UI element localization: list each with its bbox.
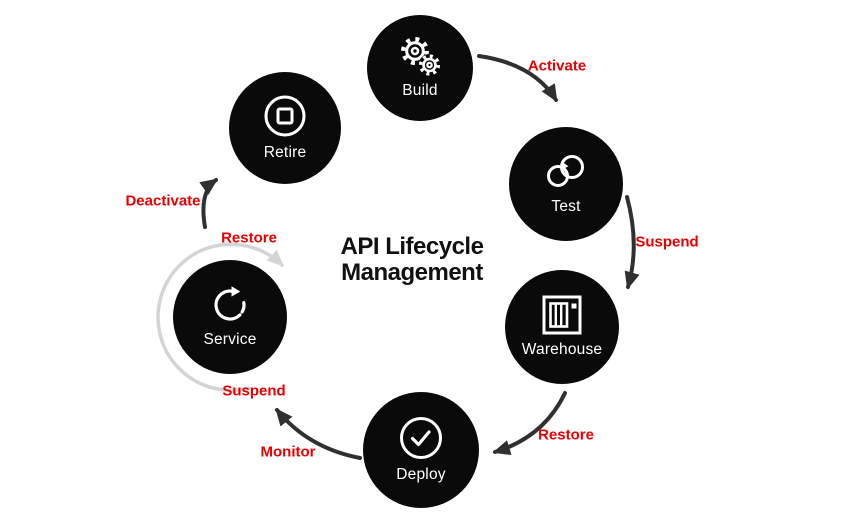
node-label-warehouse: Warehouse [521, 340, 603, 358]
node-label-service: Service [203, 330, 257, 348]
node-label-retire: Retire [263, 143, 307, 161]
barcode-box-icon [542, 295, 582, 334]
transition-label-deactivate: Deactivate [125, 192, 201, 210]
node-label-test: Test [551, 197, 581, 215]
arrow-service-to-retire [199, 178, 219, 229]
node-build: Build [367, 15, 473, 121]
arrow-deploy-to-service [275, 407, 362, 460]
node-test: Test [509, 127, 623, 241]
refresh-icon [214, 285, 246, 321]
transition-label-suspend-loop: Suspend [222, 382, 286, 400]
diagram-title-line1: API Lifecycle [340, 233, 484, 260]
transition-label-activate: Activate [527, 57, 587, 75]
check-circle-icon [400, 416, 442, 459]
node-label-build: Build [402, 81, 438, 99]
arrow-test-to-warehouse [624, 195, 640, 290]
arrow-warehouse-to-deploy [492, 391, 567, 456]
arrow-service-self-loop [156, 242, 284, 392]
node-warehouse: Warehouse [505, 270, 619, 384]
arrow-build-to-test [477, 54, 558, 103]
node-deploy: Deploy [363, 392, 479, 508]
gears-icon [401, 36, 441, 76]
node-label-deploy: Deploy [396, 465, 446, 483]
diagram-title-line2: Management [341, 259, 483, 286]
infinity-loop-icon [547, 154, 584, 187]
node-retire: Retire [229, 72, 341, 184]
stop-square-icon [264, 95, 306, 136]
transition-label-restore-bottom: Restore [538, 426, 594, 444]
transition-label-monitor: Monitor [260, 443, 316, 461]
diagram-title: API Lifecycle Management [341, 234, 484, 286]
transition-label-restore-loop: Restore [221, 229, 277, 247]
transition-label-suspend-right: Suspend [635, 233, 699, 251]
node-service: Service [173, 260, 287, 374]
